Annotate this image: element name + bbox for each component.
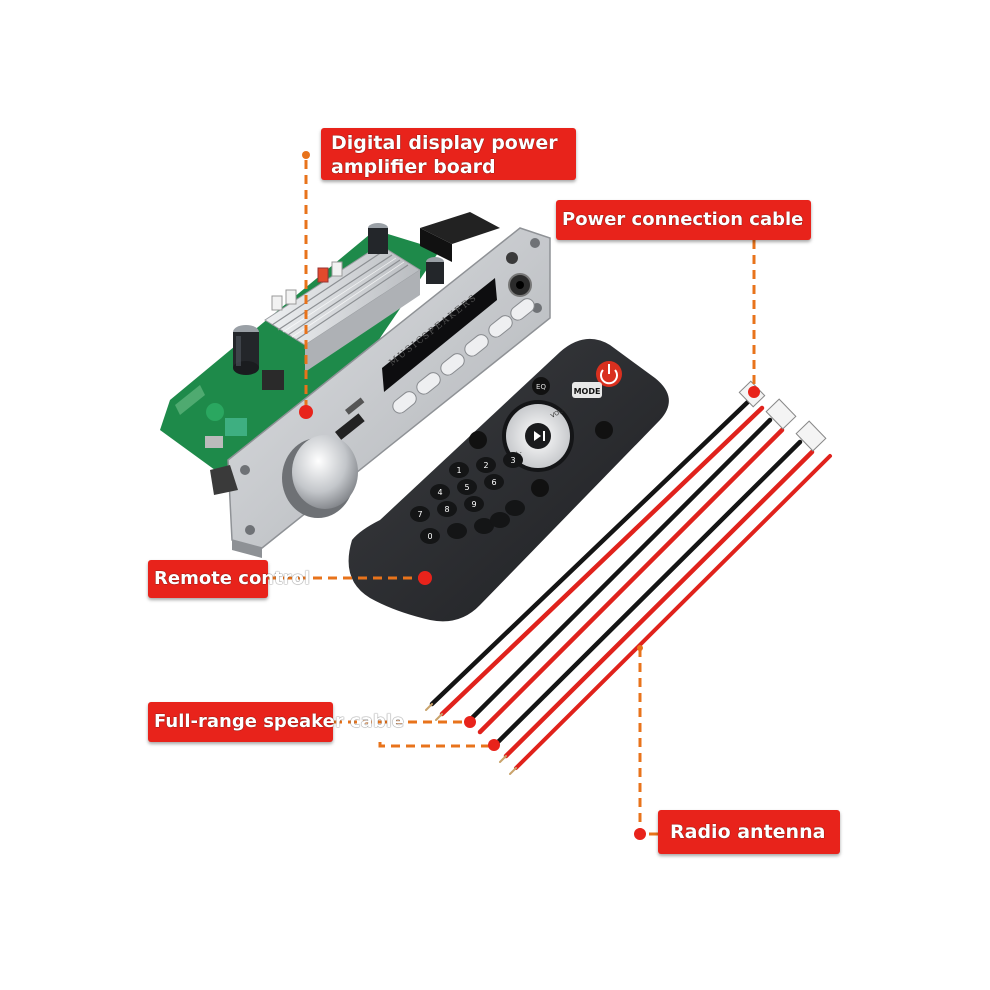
callout-amplifier-board: Digital display power amplifier board <box>321 128 576 180</box>
eq-button-label: EQ <box>536 383 546 391</box>
key-9-label: 9 <box>471 500 476 509</box>
remote-control: MODE EQ VOL+ VOL- <box>348 338 669 622</box>
callout-remote-control-text: Remote control <box>154 568 311 589</box>
callout-speaker-cable: Full-range speaker cable <box>148 702 405 742</box>
volume-knob <box>282 435 358 518</box>
key-3-label: 3 <box>510 456 515 465</box>
numeric-keypad: 1 2 3 4 5 6 7 8 9 0 <box>410 452 525 544</box>
antenna-wire <box>514 454 832 770</box>
speaker-cable-1-black <box>465 417 773 725</box>
speaker-cable-1-red <box>477 427 785 735</box>
key-2-label: 2 <box>483 461 488 470</box>
key-8-label: 8 <box>444 505 449 514</box>
capacitors <box>233 223 444 375</box>
speaker-cable-2-black <box>491 439 803 749</box>
heatsink <box>264 244 421 372</box>
callout-power-cable: Power connection cable <box>556 200 811 240</box>
speaker-cable-2-red <box>503 449 815 759</box>
key-6-label: 6 <box>491 478 496 487</box>
leader-dots <box>299 151 760 840</box>
callout-power-cable-text: Power connection cable <box>562 209 804 230</box>
amplifier-board: MUSIC SPEAKERS <box>160 212 551 558</box>
key-1-label: 1 <box>456 466 461 475</box>
callout-remote-control: Remote control <box>148 560 311 598</box>
key-5-label: 5 <box>464 483 469 492</box>
key-0-label: 0 <box>427 532 432 541</box>
leader-antenna <box>638 648 658 836</box>
leader-lines <box>268 160 756 836</box>
key-4-label: 4 <box>437 488 442 497</box>
mode-button-label: MODE <box>574 387 601 396</box>
leader-speaker-2 <box>378 742 494 748</box>
key-7-label: 7 <box>417 510 422 519</box>
callout-radio-antenna: Radio antenna <box>658 810 840 854</box>
callout-speaker-cable-text: Full-range speaker cable <box>154 711 405 732</box>
led-display <box>382 278 497 392</box>
power-cable-black <box>429 395 755 707</box>
cables <box>425 380 832 775</box>
power-cable-red <box>439 405 765 717</box>
callout-amplifier-board-text: Digital display power amplifier board <box>331 132 558 178</box>
callout-radio-antenna-text: Radio antenna <box>670 821 826 843</box>
